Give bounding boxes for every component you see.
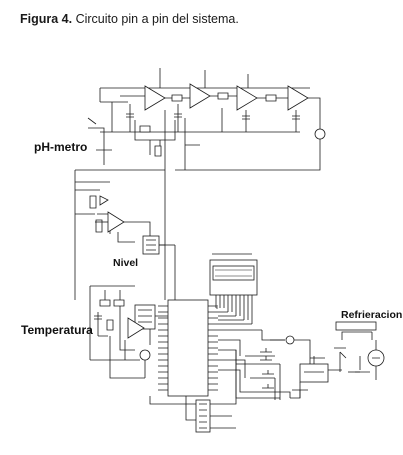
buttons-circuit [235,348,301,400]
ph-metro-circuit [75,68,326,171]
opamp-u1 [144,85,166,111]
led-indicator [285,335,295,345]
opamp-u5 [107,211,125,233]
opamp-u2 [189,83,211,109]
label-nivel: Nivel [113,257,139,269]
lcd-display [209,253,258,324]
microcontroller-u8 [149,170,285,433]
figure-label: Figura 4. [20,12,73,26]
opamp-u4 [287,85,309,111]
ph-probe-connector [314,128,326,140]
label-temperatura: Temperatura [21,323,93,337]
figure-caption-text: Circuito pin a pin del sistema. [72,12,239,26]
refrigeracion-circuit [270,321,385,398]
label-refrigeracion: Refrieracion [341,309,403,321]
opamp-u3 [236,85,258,111]
relay-rl1 [299,363,329,383]
temperature-sensor-u7 [134,304,156,330]
label-ph-metro: pH-metro [34,140,88,154]
figure-caption: Figura 4. Circuito pin a pin del sistema… [20,12,239,26]
temperatura-circuit [89,285,168,379]
nivel-circuit [74,170,175,300]
pump-label-box [335,321,377,331]
temperature-probe [139,349,151,361]
